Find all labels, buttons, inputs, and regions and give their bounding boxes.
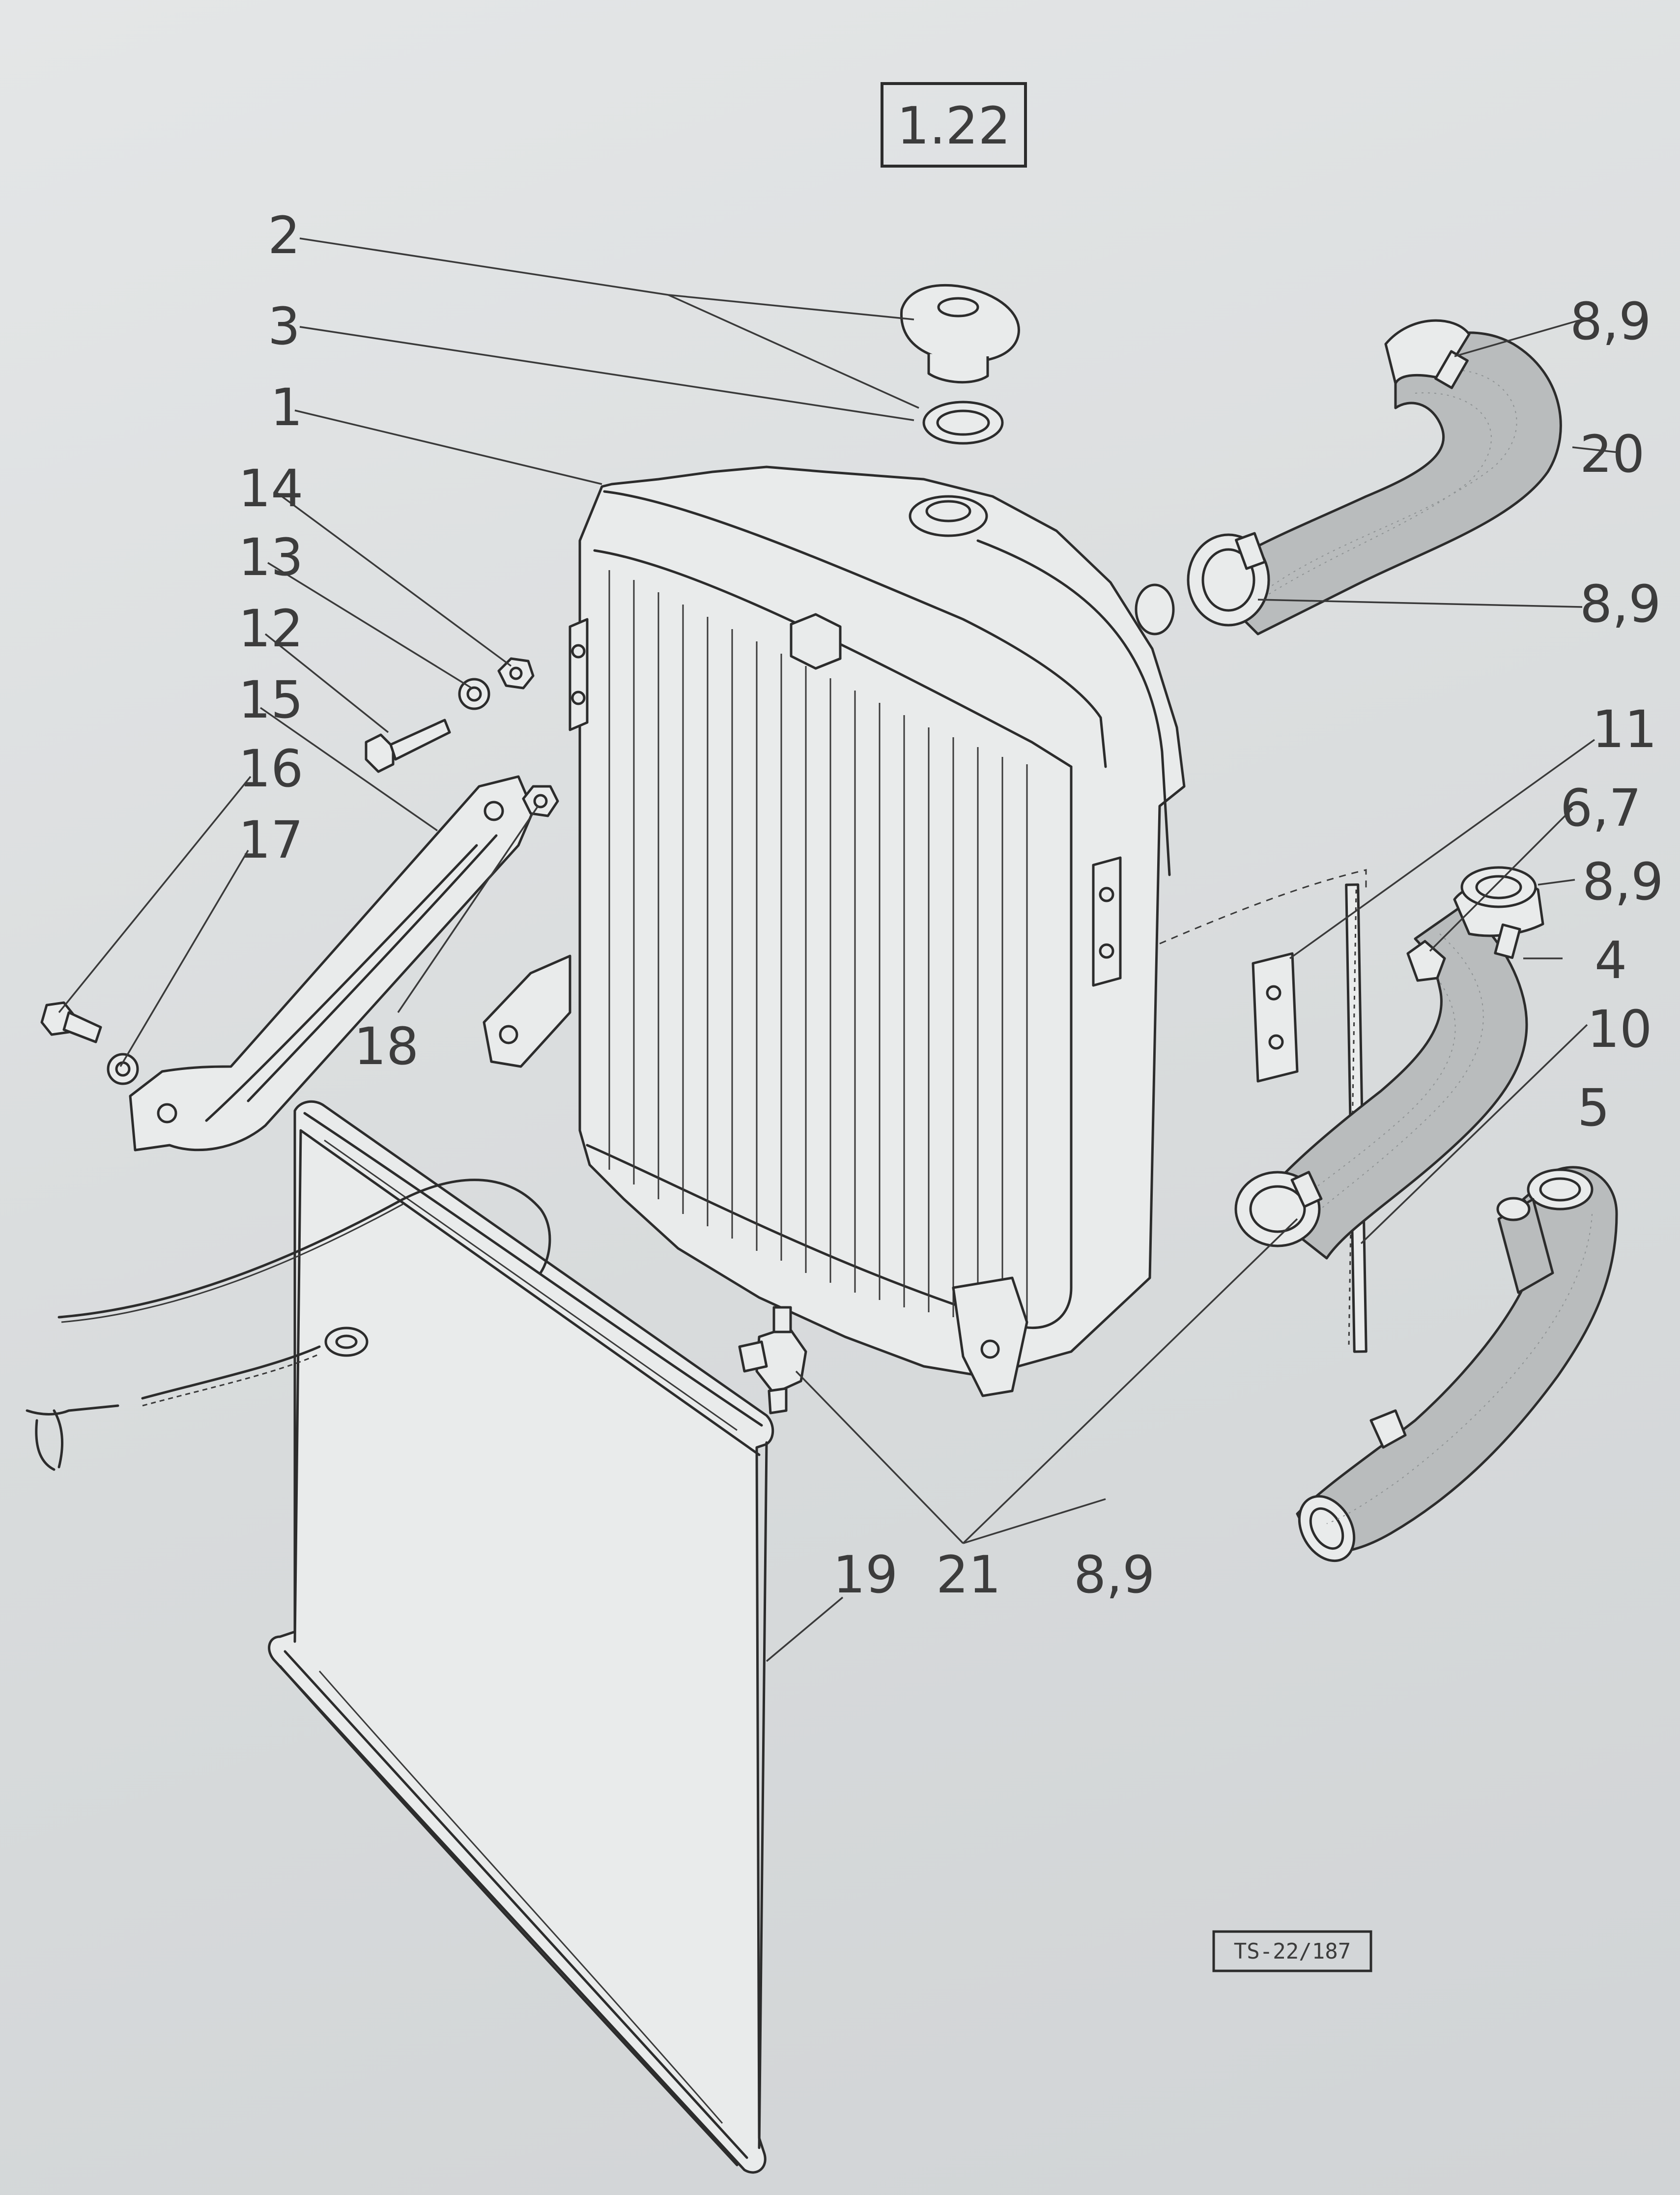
callout-8-9-mid: 8,9 [1582, 852, 1663, 912]
callout-16: 16 [238, 739, 303, 799]
leader-lines [58, 237, 1617, 1662]
drawing-ref-number: TS-22/187 [1234, 1939, 1351, 1964]
bolt-12 [365, 719, 451, 773]
callout-4: 4 [1595, 930, 1627, 990]
callout-14: 14 [238, 459, 303, 519]
radiator-blind [268, 1100, 774, 2174]
callout-8-9-top: 8,9 [1570, 291, 1651, 351]
callout-11: 11 [1592, 699, 1657, 759]
callout-6-7: 6,7 [1560, 778, 1641, 838]
nut-14 [497, 657, 535, 690]
callout-5: 5 [1577, 1078, 1610, 1138]
washer-13 [458, 678, 490, 710]
callout-1: 1 [270, 377, 303, 437]
cap-gasket [922, 401, 1004, 445]
radiator-cap [900, 284, 1020, 384]
callout-12: 12 [238, 599, 303, 659]
callout-2: 2 [268, 205, 300, 265]
sheet-number: 1.22 [897, 96, 1011, 156]
blind-cord [57, 1179, 551, 1323]
radiator-fins [608, 570, 1028, 1322]
radiator-core [483, 465, 1186, 1397]
support-strut [129, 775, 535, 1152]
drain-tap [738, 1306, 807, 1415]
callouts: 2 3 1 14 13 12 15 16 17 18 8,9 20 8,9 11… [238, 205, 1663, 1605]
callout-20: 20 [1580, 424, 1645, 484]
callout-19: 19 [833, 1545, 898, 1605]
callout-21: 21 [936, 1545, 1001, 1605]
water-pipe [1296, 1166, 1618, 1562]
callout-3: 3 [268, 296, 300, 356]
blind-chain [26, 1327, 369, 1471]
callout-15: 15 [238, 670, 303, 730]
drawing-reference: TS-22/187 [1212, 1930, 1372, 1972]
washer-17 [107, 1053, 139, 1085]
lower-hose [1234, 866, 1544, 1260]
upper-hose [1187, 319, 1562, 635]
sheet-number-box: 1.22 [881, 82, 1027, 168]
nut-18 [522, 785, 559, 817]
mounting-plate [1252, 952, 1299, 1083]
callout-13: 13 [238, 527, 303, 587]
callout-8-9-bottom: 8,9 [1074, 1545, 1155, 1605]
callout-10: 10 [1587, 999, 1652, 1059]
bolt-16 [40, 1001, 102, 1043]
callout-18: 18 [354, 1016, 419, 1076]
callout-8-9-upper: 8,9 [1580, 574, 1661, 634]
callout-17: 17 [238, 810, 303, 870]
